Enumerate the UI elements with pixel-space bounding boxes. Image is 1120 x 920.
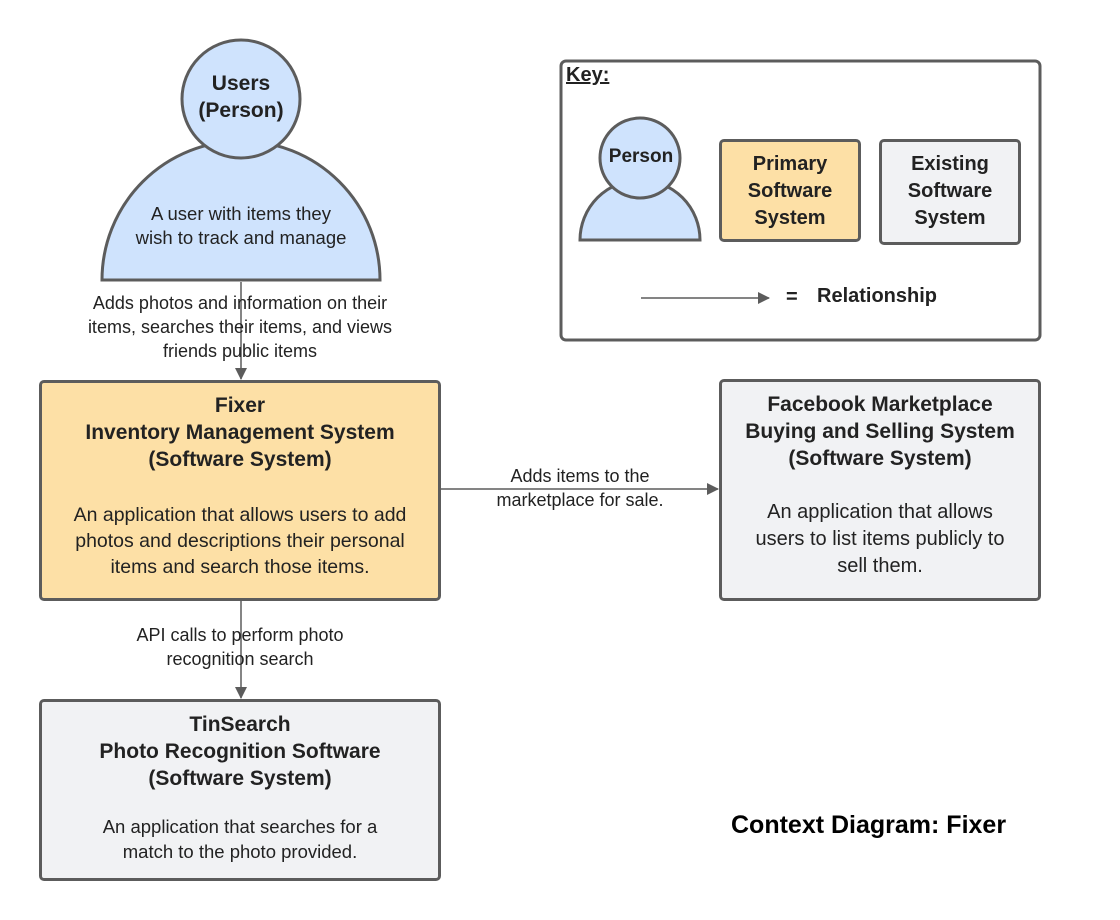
key-existing-line: System	[914, 207, 986, 229]
key-existing-system: Existing Software System	[879, 139, 1021, 245]
facebook-desc-line: sell them.	[837, 555, 923, 577]
relationship-label-line: recognition search	[166, 649, 314, 669]
key-equals-sign: =	[786, 286, 798, 308]
key-existing-line: Existing	[911, 153, 989, 175]
key-primary-system: Primary Software System	[719, 139, 861, 242]
users-type-line: (Person)	[198, 99, 284, 122]
tinsearch-type: (Software System)	[148, 767, 332, 790]
fixer-desc-line: items and search those items.	[110, 556, 370, 578]
key-primary-line: System	[754, 207, 826, 229]
key-existing-line: Software	[907, 180, 993, 202]
relationship-label-fixer-tinsearch: API calls to perform photo recognition s…	[90, 623, 390, 671]
facebook-type: (Software System)	[788, 447, 972, 470]
tinsearch-system-box[interactable]: TinSearch Photo Recognition Software (So…	[39, 699, 441, 881]
tinsearch-subtitle: Photo Recognition Software	[99, 740, 381, 763]
fixer-desc-line: An application that allows users to add	[73, 504, 407, 526]
relationship-label-line: Adds photos and information on their	[92, 293, 388, 313]
facebook-name: Facebook Marketplace	[767, 393, 993, 416]
relationship-label-line: friends public items	[162, 341, 318, 361]
users-description: A user with items they wish to track and…	[101, 202, 381, 250]
key-primary-line: Primary	[752, 153, 828, 175]
fixer-desc-line: photos and descriptions their personal	[75, 530, 405, 552]
users-title: Users (Person)	[171, 70, 311, 124]
relationship-label-line: items, searches their items, and views	[87, 317, 393, 337]
tinsearch-title: TinSearch Photo Recognition Software (So…	[42, 711, 438, 792]
facebook-subtitle: Buying and Selling System	[745, 420, 1015, 443]
facebook-description: An application that allows users to list…	[722, 499, 1038, 580]
key-relationship-label: Relationship	[817, 285, 938, 307]
relationship-label-line: Adds items to the	[510, 466, 650, 486]
fixer-system-box[interactable]: Fixer Inventory Management System (Softw…	[39, 380, 441, 601]
key-person-icon	[578, 116, 702, 242]
relationship-label-users-fixer: Adds photos and information on their ite…	[40, 291, 440, 363]
key-person-label: Person	[608, 146, 674, 167]
relationship-label-line: marketplace for sale.	[496, 490, 664, 510]
fixer-description: An application that allows users to add …	[42, 502, 438, 580]
fixer-title: Fixer Inventory Management System (Softw…	[42, 392, 438, 473]
fixer-subtitle: Inventory Management System	[85, 421, 395, 444]
tinsearch-name: TinSearch	[189, 713, 291, 736]
users-desc-line: wish to track and manage	[135, 227, 347, 248]
facebook-title: Facebook Marketplace Buying and Selling …	[722, 391, 1038, 472]
fixer-type: (Software System)	[148, 448, 332, 471]
key-primary-line: Software	[747, 180, 833, 202]
tinsearch-desc-line: match to the photo provided.	[122, 841, 358, 862]
relationship-label-fixer-facebook: Adds items to the marketplace for sale.	[460, 464, 700, 512]
diagram-title: Context Diagram: Fixer	[731, 811, 1007, 839]
facebook-desc-line: An application that allows	[767, 501, 993, 523]
users-person-shape[interactable]	[100, 38, 382, 282]
facebook-system-box[interactable]: Facebook Marketplace Buying and Selling …	[719, 379, 1041, 601]
users-desc-line: A user with items they	[151, 203, 331, 224]
tinsearch-desc-line: An application that searches for a	[102, 816, 378, 837]
facebook-desc-line: users to list items publicly to	[755, 528, 1005, 550]
fixer-name: Fixer	[214, 394, 266, 417]
relationship-label-line: API calls to perform photo	[136, 625, 344, 645]
key-heading: Key:	[566, 64, 610, 86]
tinsearch-description: An application that searches for a match…	[42, 814, 438, 864]
users-title-line: Users	[211, 72, 271, 95]
